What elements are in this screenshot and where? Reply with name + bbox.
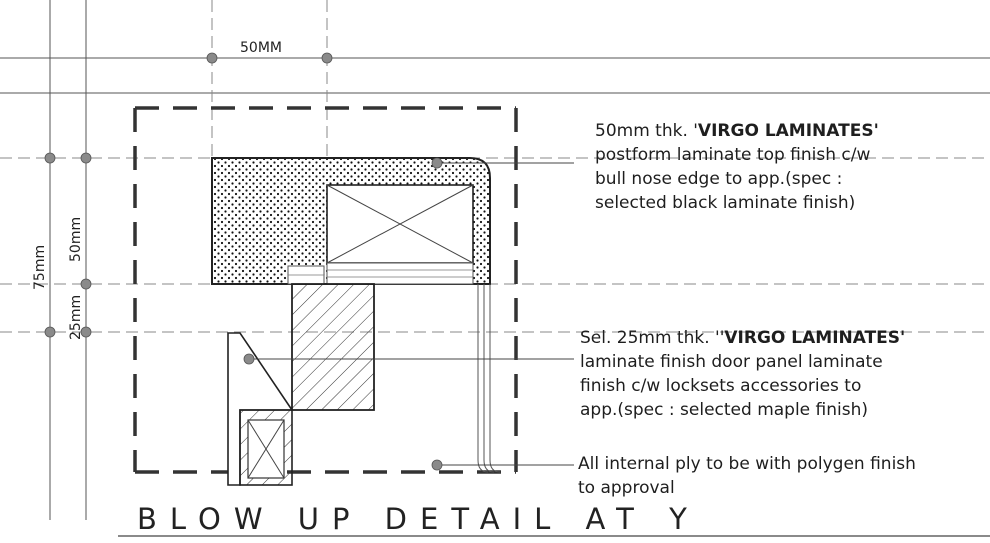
dim-left-bottom: 25mm [68,295,84,340]
note-laminate-top: 50mm thk. 'VIRGO LAMINATES' postform lam… [595,121,879,213]
side-panel-lines [477,284,501,473]
dimension-dots [44,52,333,338]
laminate-top-strip [326,262,474,285]
leader-dot-ply [431,459,443,471]
leaders [249,162,574,466]
note-internal-ply: All internal ply to be with polygen fini… [578,454,916,498]
detail-boundary [133,106,518,474]
leader-dot-door [243,353,255,365]
grid-lines [0,0,990,520]
dim-left-top: 50mm [68,217,84,262]
note-door-panel: Sel. 25mm thk. ''VIRGO LAMINATES' lamina… [580,328,906,420]
dim-top-width: 50MM [240,40,282,56]
drawing-title: BLOW UP DETAIL AT Y [137,502,700,536]
leader-dot-top [431,157,443,169]
dim-left-total: 75mm [32,245,48,290]
door-panel [291,283,375,411]
